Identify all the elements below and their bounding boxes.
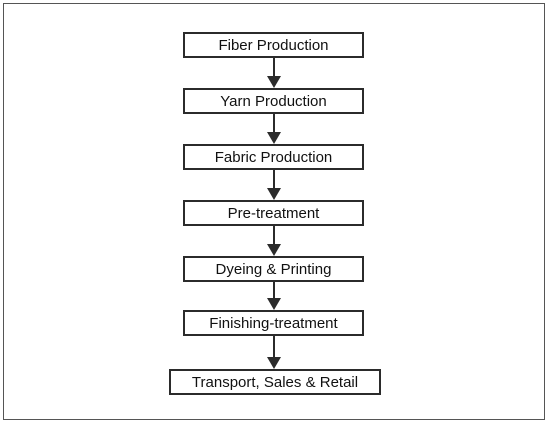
step-label: Pre-treatment bbox=[227, 204, 320, 222]
arrow-down-icon bbox=[266, 282, 282, 310]
step-yarn-production: Yarn Production bbox=[183, 88, 364, 114]
step-fabric-production: Fabric Production bbox=[183, 144, 364, 170]
step-fiber-production: Fiber Production bbox=[183, 32, 364, 58]
step-dyeing-printing: Dyeing & Printing bbox=[183, 256, 364, 282]
step-label: Fiber Production bbox=[218, 36, 329, 54]
step-transport-sales-retail: Transport, Sales & Retail bbox=[169, 369, 381, 395]
step-label: Dyeing & Printing bbox=[215, 260, 332, 278]
arrow-down-icon bbox=[266, 226, 282, 256]
arrow-down-icon bbox=[266, 170, 282, 200]
step-label: Finishing-treatment bbox=[209, 314, 338, 332]
arrow-down-icon bbox=[266, 58, 282, 88]
step-label: Transport, Sales & Retail bbox=[191, 373, 359, 391]
step-label: Fabric Production bbox=[214, 148, 333, 166]
step-pre-treatment: Pre-treatment bbox=[183, 200, 364, 226]
step-finishing-treatment: Finishing-treatment bbox=[183, 310, 364, 336]
arrow-down-icon bbox=[266, 336, 282, 369]
arrow-down-icon bbox=[266, 114, 282, 144]
step-label: Yarn Production bbox=[220, 92, 327, 110]
